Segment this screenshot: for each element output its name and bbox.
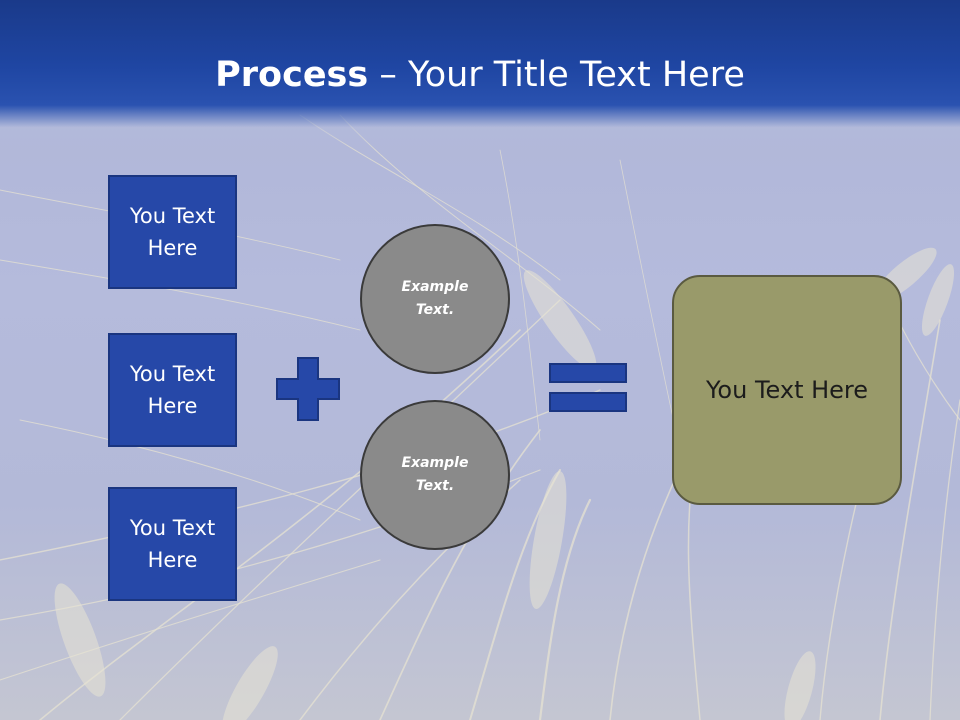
example-circle-1[interactable]: Example Text. (360, 224, 510, 374)
left-text-box-label: You Text Here (129, 362, 216, 418)
slide-title: Process – Your Title Text Here (0, 52, 960, 98)
example-circle-2[interactable]: Example Text. (360, 400, 510, 550)
result-text-label: You Text Here (705, 376, 869, 404)
title-rest: – Your Title Text Here (368, 55, 745, 95)
plus-icon (276, 357, 340, 421)
example-circle-label: Example Text. (401, 279, 469, 318)
left-text-box-1[interactable]: You Text Here (108, 175, 237, 289)
result-text-box[interactable]: You Text Here (672, 275, 902, 505)
equals-icon-bottom-bar (549, 392, 627, 412)
example-circle-label: Example Text. (401, 455, 469, 494)
left-text-box-label: You Text Here (129, 516, 216, 572)
left-text-box-label: You Text Here (129, 204, 216, 260)
title-banner (0, 0, 960, 150)
title-bold-word: Process (215, 55, 369, 95)
equals-icon-top-bar (549, 363, 627, 383)
left-text-box-2[interactable]: You Text Here (108, 333, 237, 447)
left-text-box-3[interactable]: You Text Here (108, 487, 237, 601)
